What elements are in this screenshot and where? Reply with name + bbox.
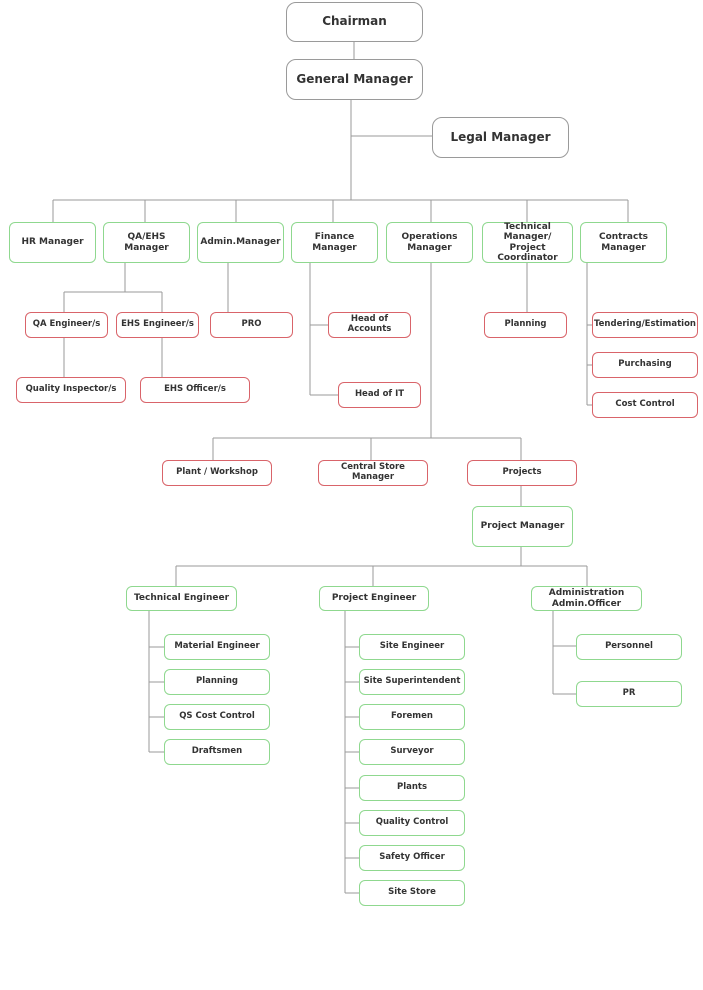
projects-box: Projects <box>467 460 577 486</box>
planning-box: Planning <box>164 669 270 695</box>
project-engineer-box: Project Engineer <box>319 586 429 611</box>
qs-cost-control-box: QS Cost Control <box>164 704 270 730</box>
pro-box: PRO <box>210 312 293 338</box>
site-superintendent-box: Site Superintendent <box>359 669 465 695</box>
admin-manager-box: Admin.Manager <box>197 222 284 263</box>
quality-control-box: Quality Control <box>359 810 465 836</box>
operations-manager-box: Operations Manager <box>386 222 473 263</box>
site-engineer-box: Site Engineer <box>359 634 465 660</box>
technical-manager-box: Technical Manager/ Project Coordinator <box>482 222 573 263</box>
site-store-box: Site Store <box>359 880 465 906</box>
plants-box: Plants <box>359 775 465 801</box>
draftsmen-box: Draftsmen <box>164 739 270 765</box>
finance-manager-box: Finance Manager <box>291 222 378 263</box>
qa-engineers-box: QA Engineer/s <box>25 312 108 338</box>
central-store-manager-box: Central Store Manager <box>318 460 428 486</box>
legal-manager-box: Legal Manager <box>432 117 569 158</box>
hr-manager-box: HR Manager <box>9 222 96 263</box>
general-manager-box: General Manager <box>286 59 423 100</box>
quality-inspectors-box: Quality Inspector/s <box>16 377 126 403</box>
ehs-officers-box: EHS Officer/s <box>140 377 250 403</box>
purchasing-box: Purchasing <box>592 352 698 378</box>
technical-planning-box: Planning <box>484 312 567 338</box>
qa-ehs-manager-box: QA/EHS Manager <box>103 222 190 263</box>
ehs-engineers-box: EHS Engineer/s <box>116 312 199 338</box>
pr-box: PR <box>576 681 682 707</box>
contracts-manager-box: Contracts Manager <box>580 222 667 263</box>
cost-control-box: Cost Control <box>592 392 698 418</box>
personnel-box: Personnel <box>576 634 682 660</box>
tendering-estimation-box: Tendering/Estimation <box>592 312 698 338</box>
surveyor-box: Surveyor <box>359 739 465 765</box>
foremen-box: Foremen <box>359 704 465 730</box>
project-manager-box: Project Manager <box>472 506 573 547</box>
chairman-box: Chairman <box>286 2 423 42</box>
head-of-accounts-box: Head of Accounts <box>328 312 411 338</box>
safety-officer-box: Safety Officer <box>359 845 465 871</box>
plant-workshop-box: Plant / Workshop <box>162 460 272 486</box>
administration-admin-officer-box: Administration Admin.Officer <box>531 586 642 611</box>
material-engineer-box: Material Engineer <box>164 634 270 660</box>
head-of-it-box: Head of IT <box>338 382 421 408</box>
technical-engineer-box: Technical Engineer <box>126 586 237 611</box>
